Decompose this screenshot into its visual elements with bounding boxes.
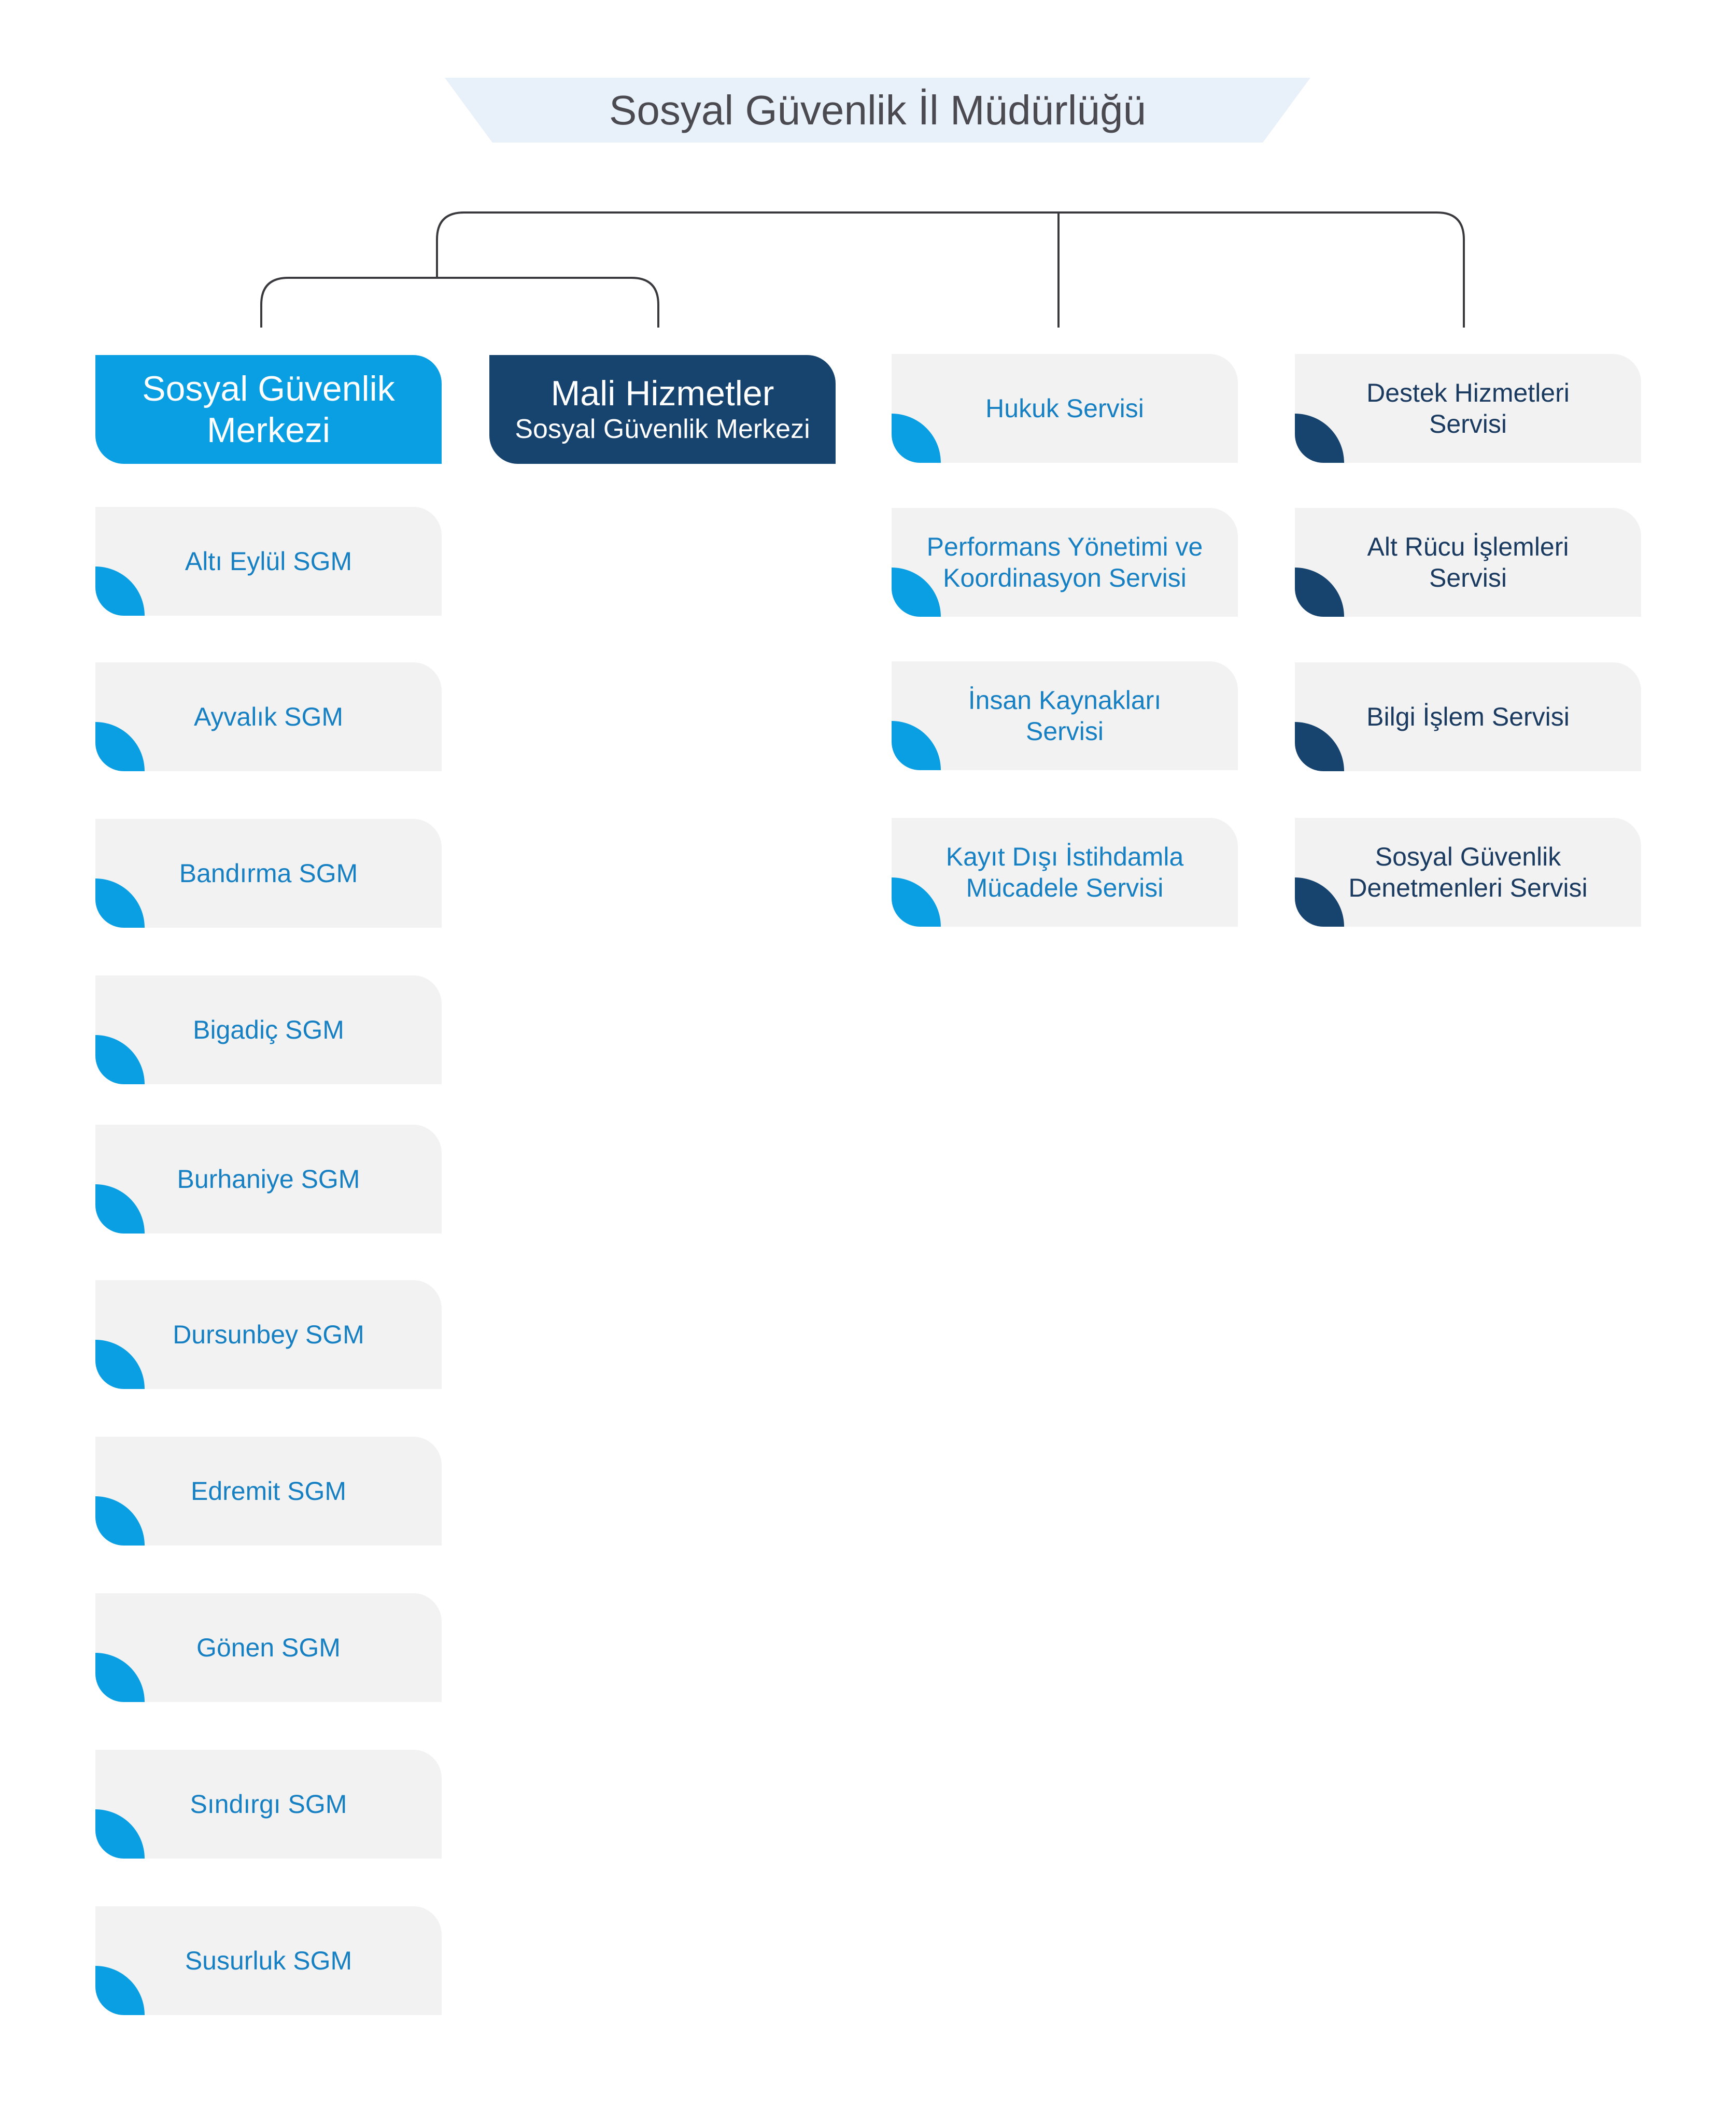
node-label: Bilgi İşlem Servisi (1366, 702, 1570, 731)
node-label: Hukuk Servisi (985, 394, 1144, 423)
service-node-performans: Performans Yönetimi ve Koordinasyon Serv… (892, 508, 1238, 617)
connector-sub (260, 277, 659, 328)
service-node-insan-kaynaklari: İnsan Kaynakları Servisi (892, 661, 1238, 770)
service-node-denetmenler: Sosyal Güvenlik Denetmenleri Servisi (1295, 818, 1641, 927)
service-node-kayit-disi: Kayıt Dışı İstihdamla Mücadele Servisi (892, 818, 1238, 927)
node-label: Dursunbey SGM (173, 1320, 364, 1349)
sgm-node-bandirma: Bandırma SGM (95, 819, 442, 928)
page-title: Sosyal Güvenlik İl Müdürlüğü (609, 87, 1147, 133)
connector-top (436, 211, 1465, 328)
sgm-node-alti-eylul: Altı Eylül SGM (95, 507, 442, 616)
node-label: Ayvalık SGM (193, 702, 344, 731)
node-label: Gönen SGM (196, 1633, 341, 1662)
node-label: Kayıt Dışı İstihdamla Mücadele Servisi (945, 842, 1184, 902)
header-mali: Mali Hizmetler Sosyal Güvenlik Merkezi (489, 355, 836, 464)
header-sgm-line2: Merkezi (206, 410, 331, 450)
service-node-bilgi-islem: Bilgi İşlem Servisi (1295, 662, 1641, 771)
sgm-node-edremit: Edremit SGM (95, 1437, 442, 1546)
node-label: Edremit SGM (190, 1477, 347, 1506)
title-banner (445, 78, 1310, 143)
sgm-node-gonen: Gönen SGM (95, 1593, 442, 1702)
node-label: Alt Rücu İşlemleri Servisi (1367, 532, 1569, 592)
sgm-node-bigadic: Bigadiç SGM (95, 975, 442, 1084)
header-sgm-line1: Sosyal Güvenlik (142, 369, 395, 408)
sgm-node-ayvalik: Ayvalık SGM (95, 662, 442, 771)
sgm-node-burhaniye: Burhaniye SGM (95, 1125, 442, 1234)
node-label: Bigadiç SGM (193, 1015, 344, 1044)
header-sgm: Sosyal Güvenlik Merkezi (95, 355, 442, 464)
node-label: Performans Yönetimi ve Koordinasyon Serv… (926, 532, 1203, 592)
node-label: Sındırgı SGM (190, 1790, 347, 1819)
header-mali-line2: Sosyal Güvenlik Merkezi (515, 414, 810, 444)
service-node-alt-rucu: Alt Rücu İşlemleri Servisi (1295, 508, 1641, 617)
node-label: Bandırma SGM (179, 859, 358, 888)
node-label: İnsan Kaynakları Servisi (968, 686, 1162, 746)
node-label: Burhaniye SGM (177, 1165, 360, 1194)
sgm-node-susurluk: Susurluk SGM (95, 1906, 442, 2015)
header-mali-line1: Mali Hizmetler (551, 374, 774, 413)
node-label: Susurluk SGM (185, 1946, 352, 1975)
node-label: Destek Hizmetleri Servisi (1366, 378, 1570, 438)
node-label: Sosyal Güvenlik Denetmenleri Servisi (1348, 842, 1588, 902)
service-node-destek: Destek Hizmetleri Servisi (1295, 354, 1641, 463)
node-label: Altı Eylül SGM (185, 547, 352, 576)
service-node-hukuk: Hukuk Servisi (892, 354, 1238, 463)
sgm-node-sindirgi: Sındırgı SGM (95, 1750, 442, 1859)
sgm-node-dursunbey: Dursunbey SGM (95, 1280, 442, 1389)
